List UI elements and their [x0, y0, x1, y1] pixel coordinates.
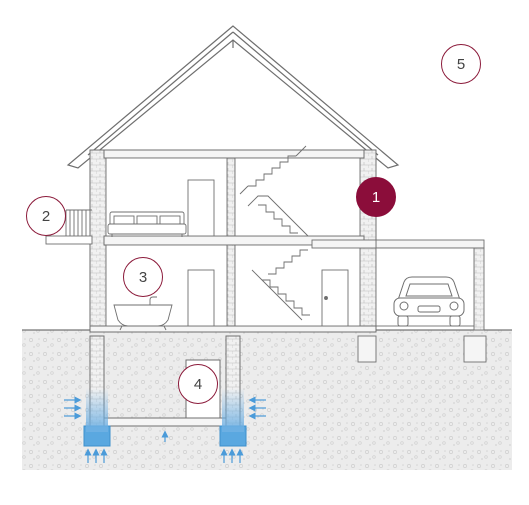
- sofa: [107, 211, 187, 237]
- balcony: [45, 209, 93, 245]
- roof: [66, 25, 400, 169]
- car: [393, 276, 465, 327]
- bathtub: [113, 296, 173, 331]
- moisture-zones: [86, 388, 244, 432]
- hotspot-1[interactable]: 1: [356, 177, 396, 217]
- staircase: [239, 145, 310, 321]
- hotspot-5[interactable]: 5: [441, 44, 481, 84]
- hotspot-3[interactable]: 3: [123, 257, 163, 297]
- moisture-arrows: [64, 396, 266, 463]
- hotspot-2[interactable]: 2: [26, 196, 66, 236]
- hotspot-4[interactable]: 4: [178, 364, 218, 404]
